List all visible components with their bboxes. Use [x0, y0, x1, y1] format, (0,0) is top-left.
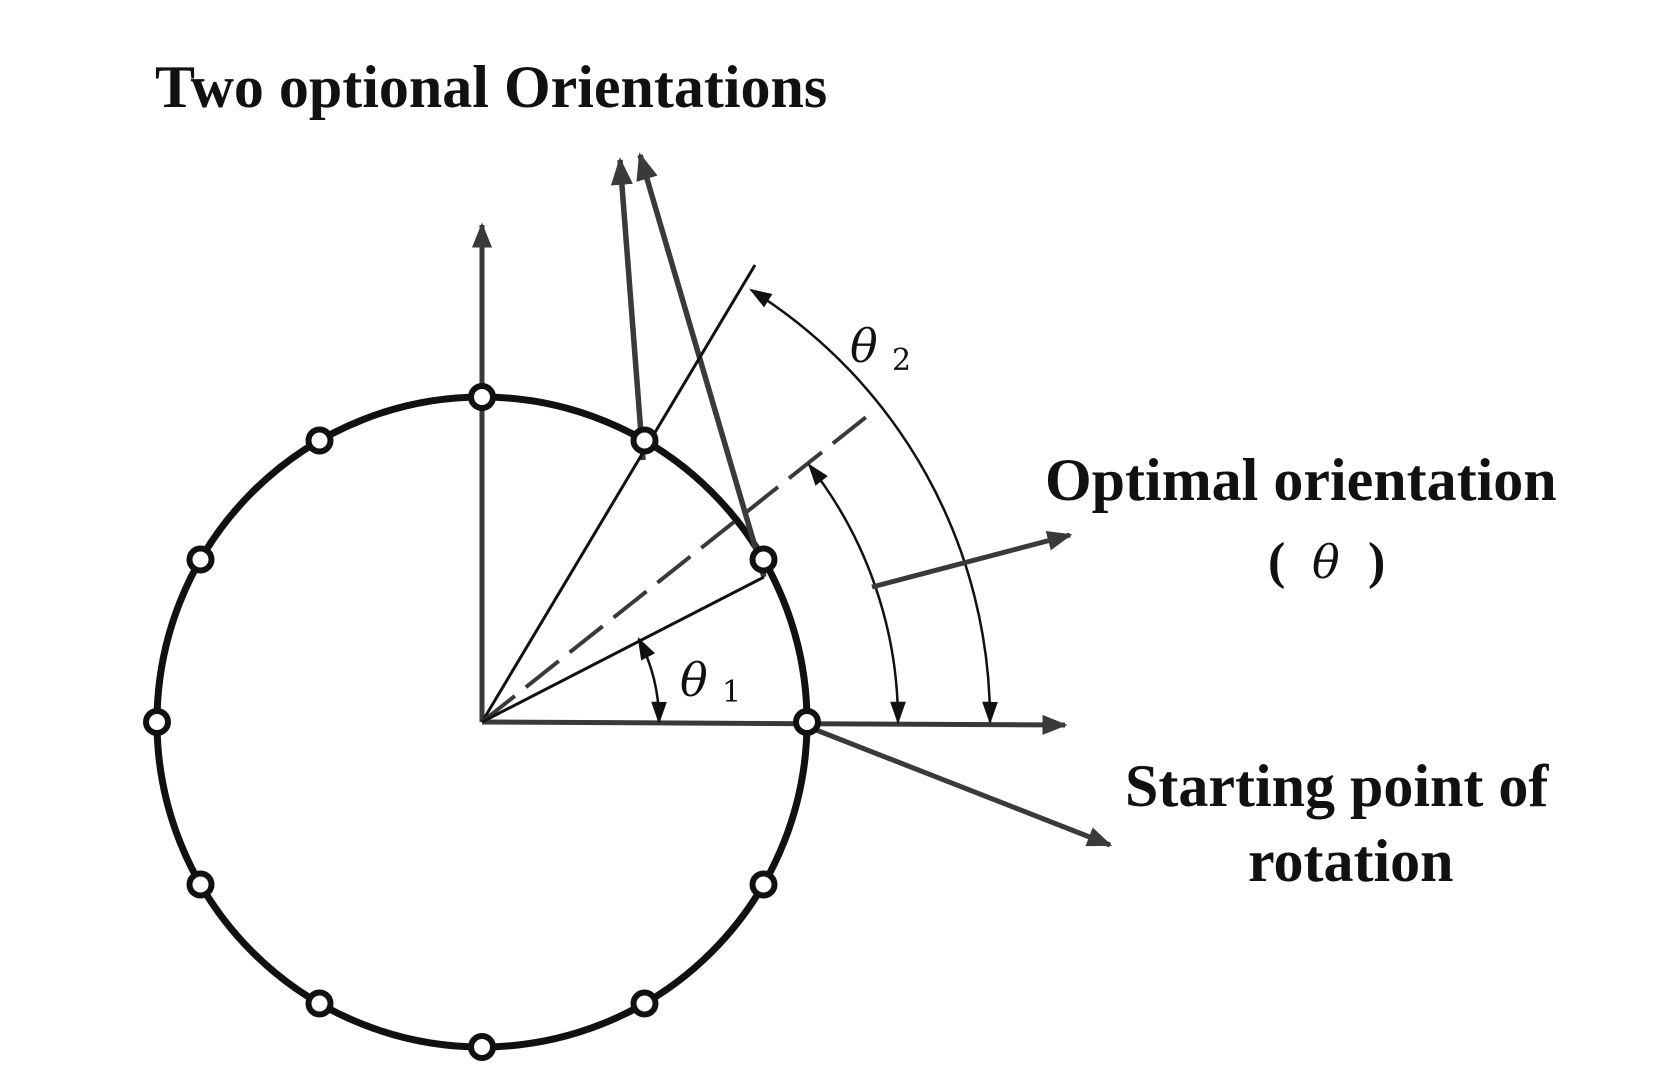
optional-orientation-arrow-2: [636, 152, 767, 578]
optimal-orientation-paren-close: ): [1368, 533, 1385, 590]
theta2-subscript: 2: [892, 343, 911, 378]
circle-node: [305, 426, 334, 455]
circle-nodes: [143, 383, 821, 1061]
starting-point-label-line1: Starting point of: [1125, 753, 1549, 819]
theta2-arc: [749, 288, 998, 725]
optimal-orientation-label: Optimal orientation: [1045, 447, 1557, 513]
optional-orientation-arrow-1: [610, 157, 646, 461]
circle-node: [468, 1033, 496, 1061]
circle-node: [749, 870, 778, 899]
theta1-subscript: 1: [722, 675, 741, 710]
theta1-arc: [637, 637, 667, 725]
optimal-orientation-callout-arrow: [871, 531, 1073, 590]
circle-node: [630, 989, 659, 1018]
circle-node: [468, 383, 496, 411]
starting-point-label-line2: rotation: [1248, 828, 1454, 894]
circle-node: [186, 870, 215, 899]
circle-node: [305, 989, 334, 1018]
optimal-theta-symbol: θ: [1312, 535, 1340, 589]
horizontal-axis-arrow: [481, 714, 1068, 735]
theta1-symbol: θ: [680, 653, 708, 707]
optimal-orientation-paren-open: (: [1268, 533, 1285, 590]
circle-node: [630, 426, 659, 455]
optimal-theta-arc: [807, 463, 906, 725]
theta1-reference-line: [481, 575, 765, 724]
theta2-symbol: θ: [850, 319, 878, 373]
starting-point-callout-arrow: [805, 723, 1113, 848]
circle-node: [143, 708, 171, 736]
circle-node: [186, 545, 215, 574]
circle-node: [749, 545, 778, 574]
circle-node: [793, 708, 821, 736]
theta2-reference-line: [480, 264, 757, 723]
two-optional-orientations-label: Two optional Orientations: [155, 54, 827, 120]
